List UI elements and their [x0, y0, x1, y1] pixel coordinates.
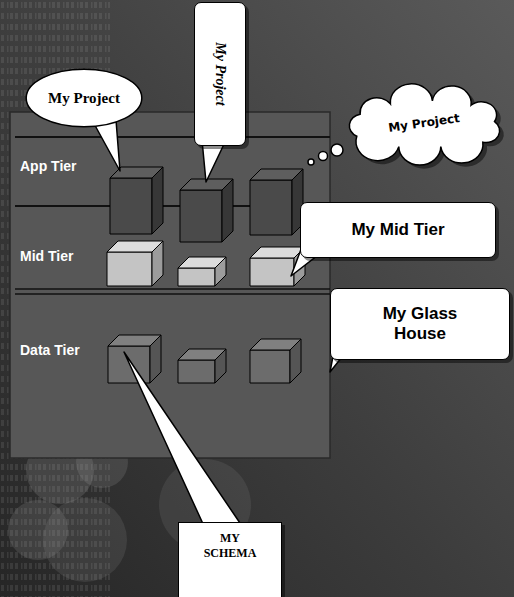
cube-front: [110, 178, 152, 234]
tier-divider: [15, 293, 330, 295]
bubble-shape: [26, 69, 142, 127]
cube: [107, 241, 163, 286]
cubes: [107, 167, 305, 383]
cube: [178, 257, 226, 286]
vertical-callout: My Project: [194, 2, 246, 146]
thought-dot: [331, 144, 343, 156]
tier-label: Mid Tier: [20, 248, 73, 264]
cube-front: [107, 252, 152, 286]
tier-label: App Tier: [20, 158, 77, 174]
speech-bubble: My Project: [25, 68, 143, 128]
cloud-shape: [349, 84, 499, 165]
cube-front: [178, 268, 215, 286]
tier-divider: [15, 136, 330, 138]
thought-dot: [308, 159, 314, 165]
callout-box: My Glass House: [330, 288, 510, 360]
cube-side: [152, 241, 163, 286]
decor-circle: [43, 498, 127, 582]
cube-side: [215, 349, 226, 383]
callout-box: MY SCHEMA: [178, 522, 282, 597]
thought-cloud: My Project: [340, 92, 508, 154]
cube-side: [215, 257, 226, 286]
callout-text: My Project: [48, 90, 120, 107]
thought-dot: [319, 152, 328, 161]
tier-label: Data Tier: [20, 342, 80, 358]
cube-side: [150, 335, 161, 383]
callout-text: My Project: [212, 42, 228, 105]
callout-text: My Mid Tier: [351, 220, 444, 240]
cube: [178, 349, 226, 383]
cube: [110, 167, 163, 234]
cube-front: [250, 258, 294, 286]
cube: [180, 179, 233, 242]
callout-text: MY SCHEMA: [195, 531, 265, 561]
callout-tail: [202, 140, 226, 182]
cube-front: [250, 350, 290, 383]
tier-divider: [15, 288, 330, 290]
tier-panel: [10, 112, 330, 458]
cube: [250, 339, 301, 383]
callout-tail: [124, 352, 242, 526]
callout-text: My Glass House: [364, 304, 476, 344]
cube: [250, 169, 303, 235]
cube-front: [180, 190, 222, 242]
cube-front: [178, 360, 215, 383]
cube-side: [290, 339, 301, 383]
callout-box: My Mid Tier: [300, 202, 496, 258]
cube-side: [222, 179, 233, 242]
callout-tail: [92, 120, 120, 171]
cube-front: [250, 180, 292, 235]
cube-side: [152, 167, 163, 234]
callout-tails: [92, 120, 346, 526]
